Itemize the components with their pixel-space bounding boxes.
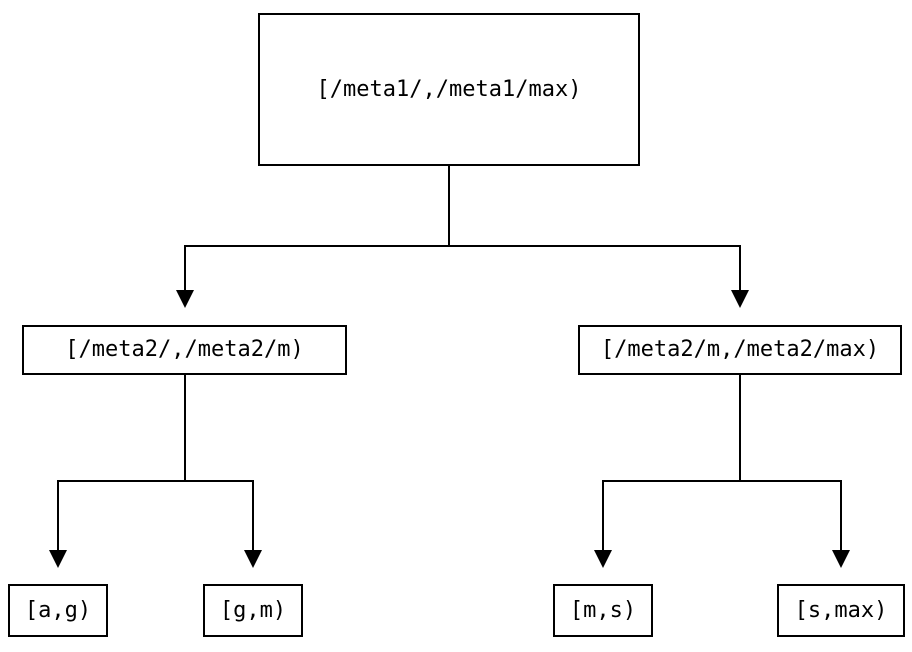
node-mid-left-label: [/meta2/,/meta2/m): [65, 337, 304, 362]
node-leaf-s-max: [s,max): [777, 584, 905, 637]
node-leaf-g-m: [g,m): [203, 584, 303, 637]
node-mid-right: [/meta2/m,/meta2/max): [578, 325, 902, 375]
arrowhead-icon: [731, 290, 749, 308]
node-leaf-a-g-label: [a,g): [24, 597, 92, 623]
node-mid-right-label: [/meta2/m,/meta2/max): [600, 337, 880, 362]
node-leaf-m-s-label: [m,s): [569, 597, 637, 623]
node-leaf-s-max-label: [s,max): [794, 597, 888, 623]
arrowhead-icon: [176, 290, 194, 308]
node-mid-left: [/meta2/,/meta2/m): [22, 325, 347, 375]
node-root-label: [/meta1/,/meta1/max): [316, 76, 582, 102]
node-root: [/meta1/,/meta1/max): [258, 13, 640, 166]
arrowhead-icon: [244, 550, 262, 568]
node-leaf-m-s: [m,s): [553, 584, 653, 637]
arrowhead-icon: [832, 550, 850, 568]
node-leaf-a-g: [a,g): [8, 584, 108, 637]
node-leaf-g-m-label: [g,m): [219, 597, 287, 623]
arrowhead-icon: [594, 550, 612, 568]
arrowhead-icon: [49, 550, 67, 568]
